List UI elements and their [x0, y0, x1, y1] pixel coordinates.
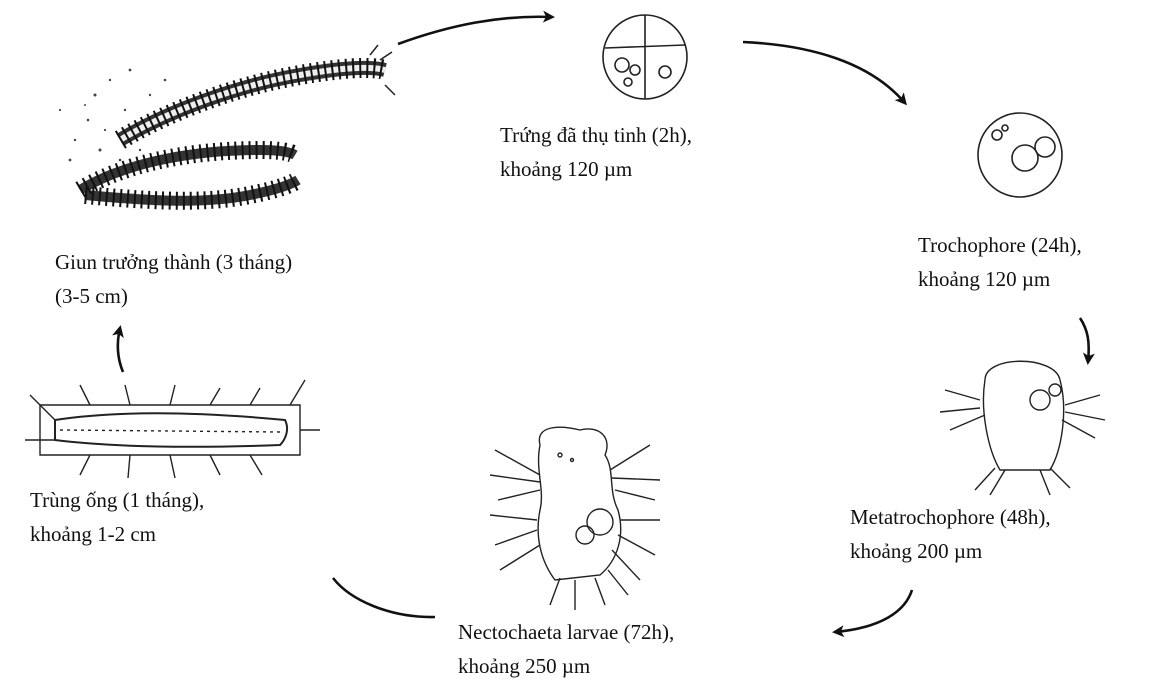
nectochaeta-illustration [490, 427, 660, 610]
adult-label-line2: (3-5 cm) [55, 279, 292, 313]
arrow-egg-to-trochophore [743, 42, 905, 103]
metatrochophore-label-line2: khoảng 200 µm [850, 534, 1051, 568]
metatrochophore-label-line1: Metatrochophore (48h), [850, 500, 1051, 534]
metatrochophore-illustration [940, 361, 1105, 495]
arrow-adult-to-egg [398, 17, 552, 44]
egg-label: Trứng đã thụ tinh (2h), khoảng 120 µm [500, 118, 692, 186]
nectochaeta-label-line2: khoảng 250 µm [458, 649, 674, 683]
trochophore-label: Trochophore (24h), khoảng 120 µm [918, 228, 1082, 296]
fertilized-egg-illustration [603, 15, 687, 99]
metatrochophore-label: Metatrochophore (48h), khoảng 200 µm [850, 500, 1051, 568]
arrow-nectochaeta-to-juvenile [333, 578, 435, 617]
adult-label-line1: Giun trưởng thành (3 tháng) [55, 245, 292, 279]
trochophore-illustration [978, 113, 1062, 197]
juvenile-label-line2: khoảng 1-2 cm [30, 517, 204, 551]
arrow-trochophore-to-metatrochophore [1080, 318, 1089, 362]
adult-worm-illustration [59, 45, 395, 201]
juvenile-label: Trùng ống (1 tháng), khoảng 1-2 cm [30, 483, 204, 551]
egg-label-line2: khoảng 120 µm [500, 152, 692, 186]
trochophore-label-line1: Trochophore (24h), [918, 228, 1082, 262]
nectochaeta-label-line1: Nectochaeta larvae (72h), [458, 615, 674, 649]
arrow-metatrochophore-to-nectochaeta [835, 590, 912, 632]
arrow-juvenile-to-adult [118, 328, 123, 372]
juvenile-label-line1: Trùng ống (1 tháng), [30, 483, 204, 517]
trochophore-label-line2: khoảng 120 µm [918, 262, 1082, 296]
egg-label-line1: Trứng đã thụ tinh (2h), [500, 118, 692, 152]
adult-label: Giun trưởng thành (3 tháng) (3-5 cm) [55, 245, 292, 313]
juvenile-worm-illustration [25, 380, 320, 478]
nectochaeta-label: Nectochaeta larvae (72h), khoảng 250 µm [458, 615, 674, 683]
